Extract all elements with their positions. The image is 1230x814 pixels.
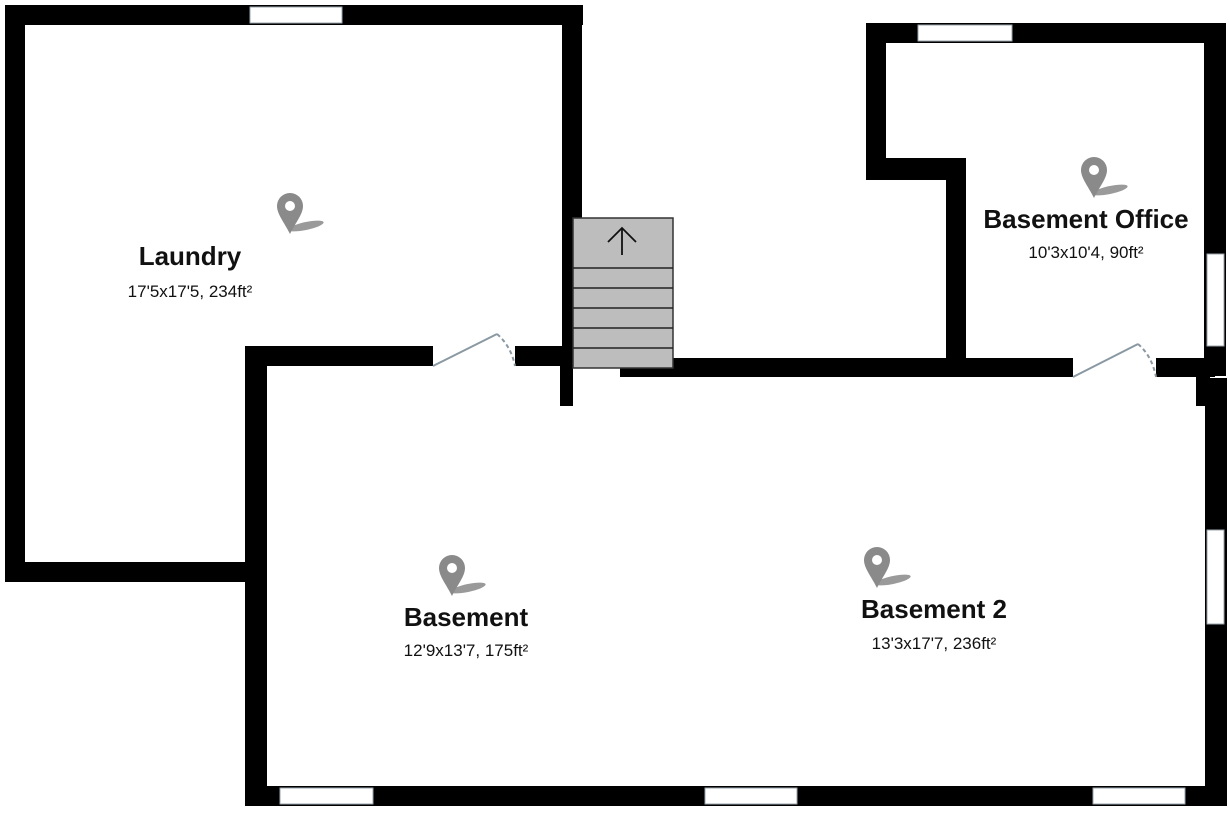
- window: [249, 6, 343, 24]
- room-dimensions-basement-2: 13'3x17'7, 236ft²: [872, 634, 997, 653]
- wall-stub: [560, 346, 573, 406]
- door-laundry: [432, 333, 516, 367]
- staircase: [572, 217, 674, 369]
- location-pin-icon: [439, 555, 486, 596]
- wall-basement-left: [245, 346, 267, 806]
- wall-basement-top: [245, 346, 570, 366]
- window: [1206, 529, 1225, 625]
- location-pin-icon: [1081, 157, 1128, 198]
- wall-office-left-lower: [946, 158, 966, 376]
- room-name-basement-office: Basement Office: [983, 204, 1188, 234]
- window: [1206, 253, 1225, 347]
- room-name-basement: Basement: [404, 602, 529, 632]
- wall-laundry-bottom: [5, 562, 265, 582]
- stairs-body: [572, 217, 674, 369]
- room-name-laundry: Laundry: [139, 241, 242, 271]
- location-pin-icon: [864, 547, 911, 588]
- window: [1092, 787, 1186, 805]
- room-dimensions-basement: 12'9x13'7, 175ft²: [404, 641, 529, 660]
- room-name-basement-2: Basement 2: [861, 594, 1007, 624]
- wall-office-left-upper: [866, 23, 886, 180]
- room-dimensions-basement-office: 10'3x10'4, 90ft²: [1028, 243, 1144, 262]
- room-labels: Laundry 17'5x17'5, 234ft² Basement 12'9x…: [128, 202, 1191, 661]
- location-pin-icon: [277, 193, 324, 234]
- walls: [5, 5, 1227, 806]
- door-office: [1072, 343, 1157, 378]
- wall-right-stub: [1196, 376, 1210, 406]
- window: [704, 787, 798, 805]
- room-dimensions-laundry: 17'5x17'5, 234ft²: [128, 282, 253, 301]
- wall-office-notch: [866, 158, 966, 180]
- window: [279, 787, 374, 805]
- stairs-up-arrow-icon: [607, 226, 637, 255]
- window: [917, 24, 1013, 42]
- windows: [249, 6, 1225, 805]
- room-markers: [277, 157, 1128, 596]
- doors: [432, 333, 1157, 378]
- wall-basement2-top: [620, 358, 1215, 377]
- wall-laundry-left: [5, 5, 25, 582]
